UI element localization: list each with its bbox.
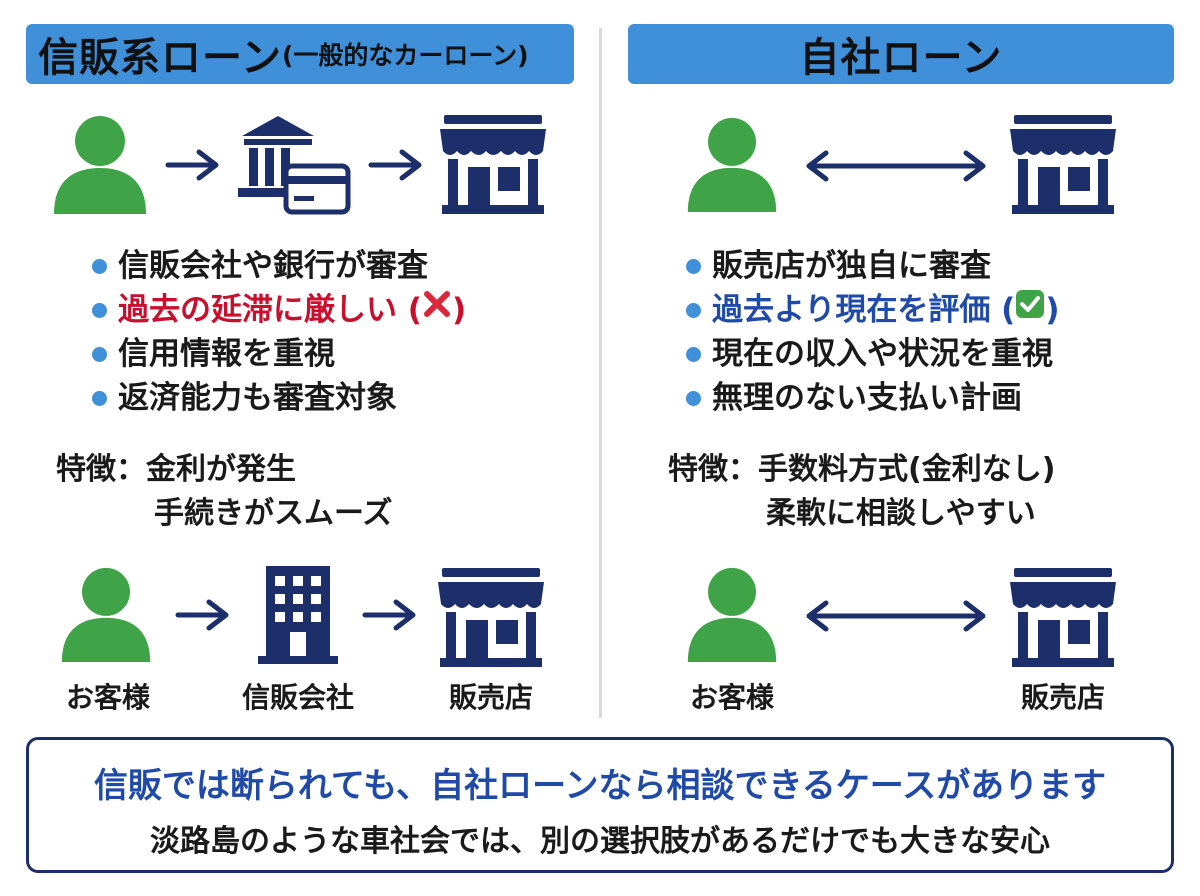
check-mark-icon <box>1015 287 1045 331</box>
arrow-right-icon <box>165 148 221 182</box>
cross-mark-icon <box>422 287 452 331</box>
list-item: 過去の延滞に厳しい () <box>90 288 466 332</box>
list-item: 信販会社や銀行が審査 <box>90 244 466 288</box>
feature-item: 手続きがスムーズ <box>154 496 393 531</box>
arrow-right-icon <box>175 598 231 632</box>
caption-customer: お客様 <box>65 681 150 714</box>
list-item: 信用情報を重視 <box>90 332 466 376</box>
summary-box: 信販では断られても、自社ローンなら相談できるケースがあります 淡路島のような車社… <box>26 737 1174 873</box>
left-header: 信販系ローン(一般的なカーローン) <box>26 24 574 84</box>
person-icon <box>684 116 780 212</box>
store-icon <box>440 115 546 215</box>
feature-item: 手数料方式(金利なし) <box>758 452 1056 487</box>
caption-dealer: 販売店 <box>448 681 533 714</box>
feature-item: 金利が発生 <box>146 452 296 487</box>
features-label: 特徴： <box>56 452 146 487</box>
store-icon <box>438 568 544 668</box>
person-icon <box>684 566 780 662</box>
store-icon <box>1010 115 1116 215</box>
list-item: 返済能力も審査対象 <box>90 376 466 420</box>
double-arrow-icon <box>804 598 988 634</box>
bank-card-icon <box>238 114 353 218</box>
store-icon <box>1010 568 1116 668</box>
list-item: 過去より現在を評価 () <box>684 288 1060 332</box>
features-label: 特徴： <box>668 452 758 487</box>
panel-divider <box>599 28 602 718</box>
right-bullet-list: 販売店が独自に審査 過去より現在を評価 () 現在の収入や状況を重視 無理のない… <box>684 244 1060 420</box>
right-title: 自社ローン <box>799 35 1003 81</box>
arrow-right-icon <box>362 598 418 632</box>
feature-item: 柔軟に相談しやすい <box>766 496 1036 531</box>
left-panel: 信販系ローン(一般的なカーローン) <box>0 0 600 720</box>
double-arrow-icon <box>804 148 988 184</box>
caption-credit-company: 信販会社 <box>241 681 354 714</box>
left-bullet-list: 信販会社や銀行が審査 過去の延滞に厳しい () 信用情報を重視 返済能力も審査対… <box>90 244 466 420</box>
list-item: 無理のない支払い計画 <box>684 376 1060 420</box>
caption-customer: お客様 <box>689 681 774 714</box>
right-features: 特徴：手数料方式(金利なし) 柔軟に相談しやすい <box>668 448 1055 536</box>
left-title: 信販系ローン <box>38 35 282 81</box>
arrow-right-icon <box>368 148 424 182</box>
left-title-sub: (一般的なカーローン) <box>282 41 529 70</box>
summary-subline: 淡路島のような車社会では、別の選択肢があるだけでも大きな安心 <box>150 824 1050 859</box>
summary-headline: 信販では断られても、自社ローンなら相談できるケースがあります <box>93 766 1107 806</box>
person-icon <box>58 566 154 662</box>
left-features: 特徴：金利が発生 手続きがスムーズ <box>56 448 393 536</box>
list-item: 現在の収入や状況を重視 <box>684 332 1060 376</box>
list-item: 販売店が独自に審査 <box>684 244 1060 288</box>
caption-dealer: 販売店 <box>1020 681 1105 714</box>
office-building-icon <box>258 566 338 664</box>
right-panel: 自社ローン 販売店が独自に審査 過去より現在を評価 () 現在の収入や状況を重視… <box>604 0 1200 720</box>
right-header: 自社ローン <box>628 24 1174 84</box>
person-icon <box>50 114 150 214</box>
